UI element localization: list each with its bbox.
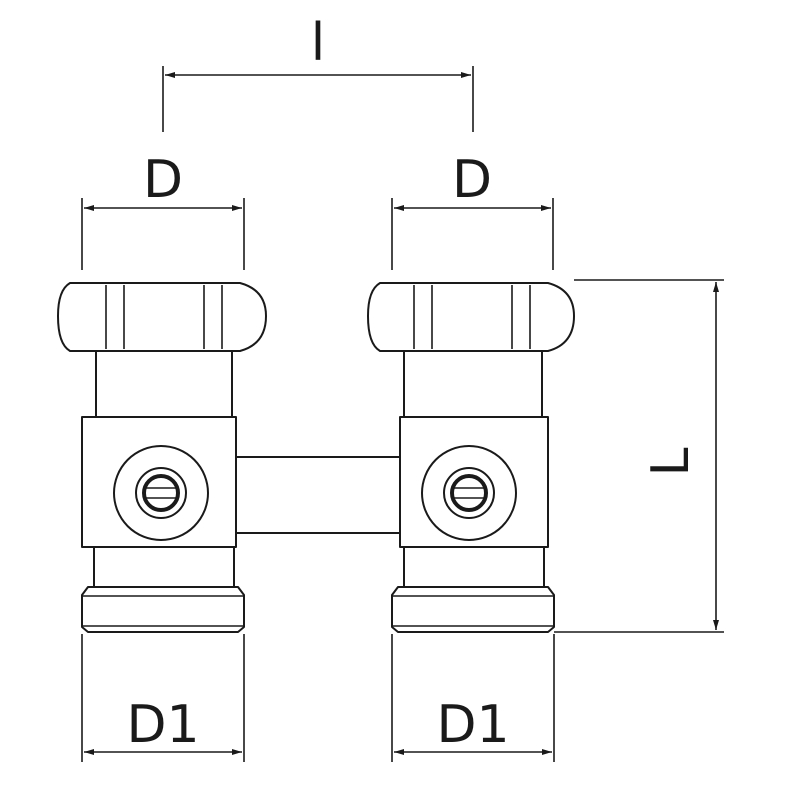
height-label: L xyxy=(641,447,701,476)
spacing-label: l xyxy=(311,13,325,73)
dimension-outlet-left: D1 xyxy=(81,634,245,762)
dimension-height: L xyxy=(554,279,724,633)
inlet-right-label: D xyxy=(452,150,492,210)
dimension-spacing: l xyxy=(162,13,474,132)
dimension-outlet-right: D1 xyxy=(391,634,555,762)
left-screw-ring xyxy=(142,474,180,512)
outlet-left-label: D1 xyxy=(126,695,199,755)
inlet-left-label: D xyxy=(143,150,183,210)
right-spindle xyxy=(421,445,517,541)
right-valve-body xyxy=(367,282,575,633)
left-screw-slot xyxy=(144,487,178,499)
left-spindle xyxy=(113,445,209,541)
right-hex-nut xyxy=(367,282,575,352)
left-hex-nut xyxy=(57,282,267,352)
left-threaded-tail xyxy=(81,586,245,633)
right-threaded-tail xyxy=(391,586,555,633)
dimension-inlet-left: D xyxy=(81,150,245,270)
dimension-inlet-right: D xyxy=(391,150,554,270)
outlet-right-label: D1 xyxy=(436,695,509,755)
right-lower-neck xyxy=(403,546,545,588)
right-screw-ring xyxy=(450,474,488,512)
left-valve-body xyxy=(57,282,267,633)
right-neck xyxy=(403,350,543,418)
right-screw-slot xyxy=(452,487,486,499)
left-neck xyxy=(95,350,233,418)
bridge-connector xyxy=(231,456,405,534)
left-lower-neck xyxy=(93,546,235,588)
